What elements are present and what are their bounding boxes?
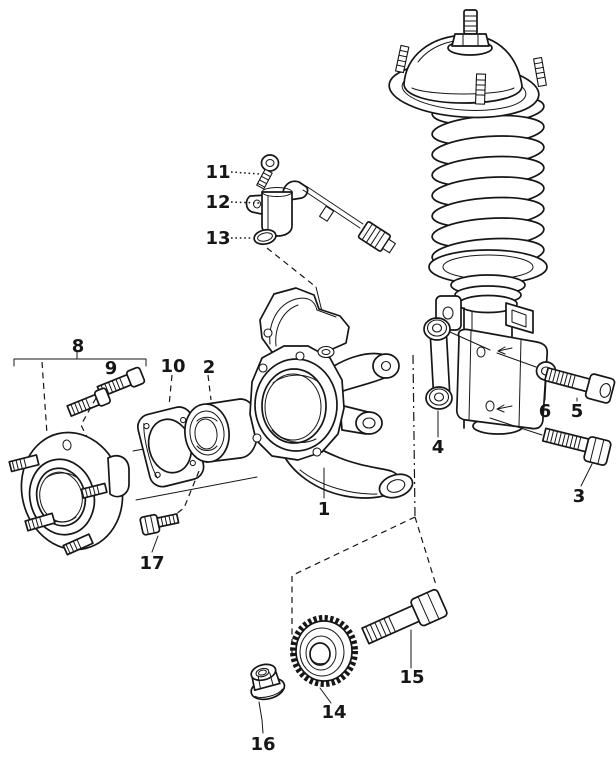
- socket-head-bolt: [543, 367, 616, 404]
- hex-bolt: [489, 417, 612, 487]
- callout-label-15: 15: [399, 667, 424, 688]
- wheel-speed-sensor: [245, 180, 396, 254]
- callout-16-leader: [258, 701, 264, 734]
- callout-label-10: 10: [160, 356, 185, 377]
- callout-label-14: 14: [321, 702, 346, 723]
- mount-stud: [474, 73, 487, 105]
- callout-label-9: 9: [105, 358, 118, 379]
- hub-stud: [80, 482, 108, 499]
- top-mount-stud: [447, 9, 493, 56]
- spring-seat: [428, 249, 548, 314]
- callout-label-12: 12: [205, 192, 230, 213]
- wheel-stud: [66, 387, 111, 417]
- install-arrow-icon: [496, 404, 513, 413]
- callout-labels: 1 2 3 4 5 6 8 9 10 11 12 13 14 15 16 17: [72, 162, 586, 755]
- callout-label-11: 11: [205, 162, 230, 183]
- strut-clevis-bracket: [455, 328, 549, 430]
- mount-stud: [533, 56, 547, 88]
- callout-label-1: 1: [318, 499, 331, 520]
- sensor-connector: [357, 221, 396, 254]
- abs-sensor-group: [245, 154, 396, 348]
- nut-plate: [423, 317, 491, 438]
- hub-stud: [8, 454, 40, 473]
- steering-knuckle: [249, 287, 414, 499]
- toothed-rotor: [290, 615, 358, 704]
- strut-bracket-clip: [505, 302, 534, 334]
- wheel-hub: [8, 431, 130, 556]
- dotted-leaders: [230, 171, 261, 239]
- callout-label-17: 17: [139, 553, 164, 574]
- strut-assembly: [388, 9, 549, 435]
- hub-stud: [62, 533, 94, 556]
- mount-stud: [395, 44, 410, 74]
- flange-nut: [425, 386, 453, 410]
- callout-label-6: 6: [539, 401, 552, 422]
- wheel-bearing: [184, 374, 259, 463]
- sensor-o-ring: [253, 228, 277, 246]
- cable-ferrule: [318, 205, 335, 222]
- flange-nut: [423, 317, 451, 341]
- callout-label-4: 4: [432, 437, 445, 458]
- sensor-screw: [256, 154, 280, 190]
- callout-label-16: 16: [250, 734, 275, 755]
- long-hex-bolt: [361, 588, 448, 669]
- install-arrow-icon: [497, 346, 513, 355]
- small-hex-bolt: [139, 513, 180, 553]
- callout-label-5: 5: [571, 401, 584, 422]
- callout-8-bracket: [13, 351, 147, 367]
- coil-spring: [431, 94, 545, 270]
- callout-label-3: 3: [573, 486, 586, 507]
- strut-top-mount: [388, 9, 547, 119]
- callout-label-8: 8: [72, 336, 85, 357]
- flange-lock-nut: [250, 663, 286, 701]
- phantom-lines: [175, 354, 437, 661]
- hub-stud: [24, 512, 56, 532]
- wheel-hub-group: [8, 351, 258, 556]
- callout-label-13: 13: [205, 228, 230, 249]
- sensor-cable: [302, 185, 364, 229]
- callout-label-2: 2: [203, 357, 216, 378]
